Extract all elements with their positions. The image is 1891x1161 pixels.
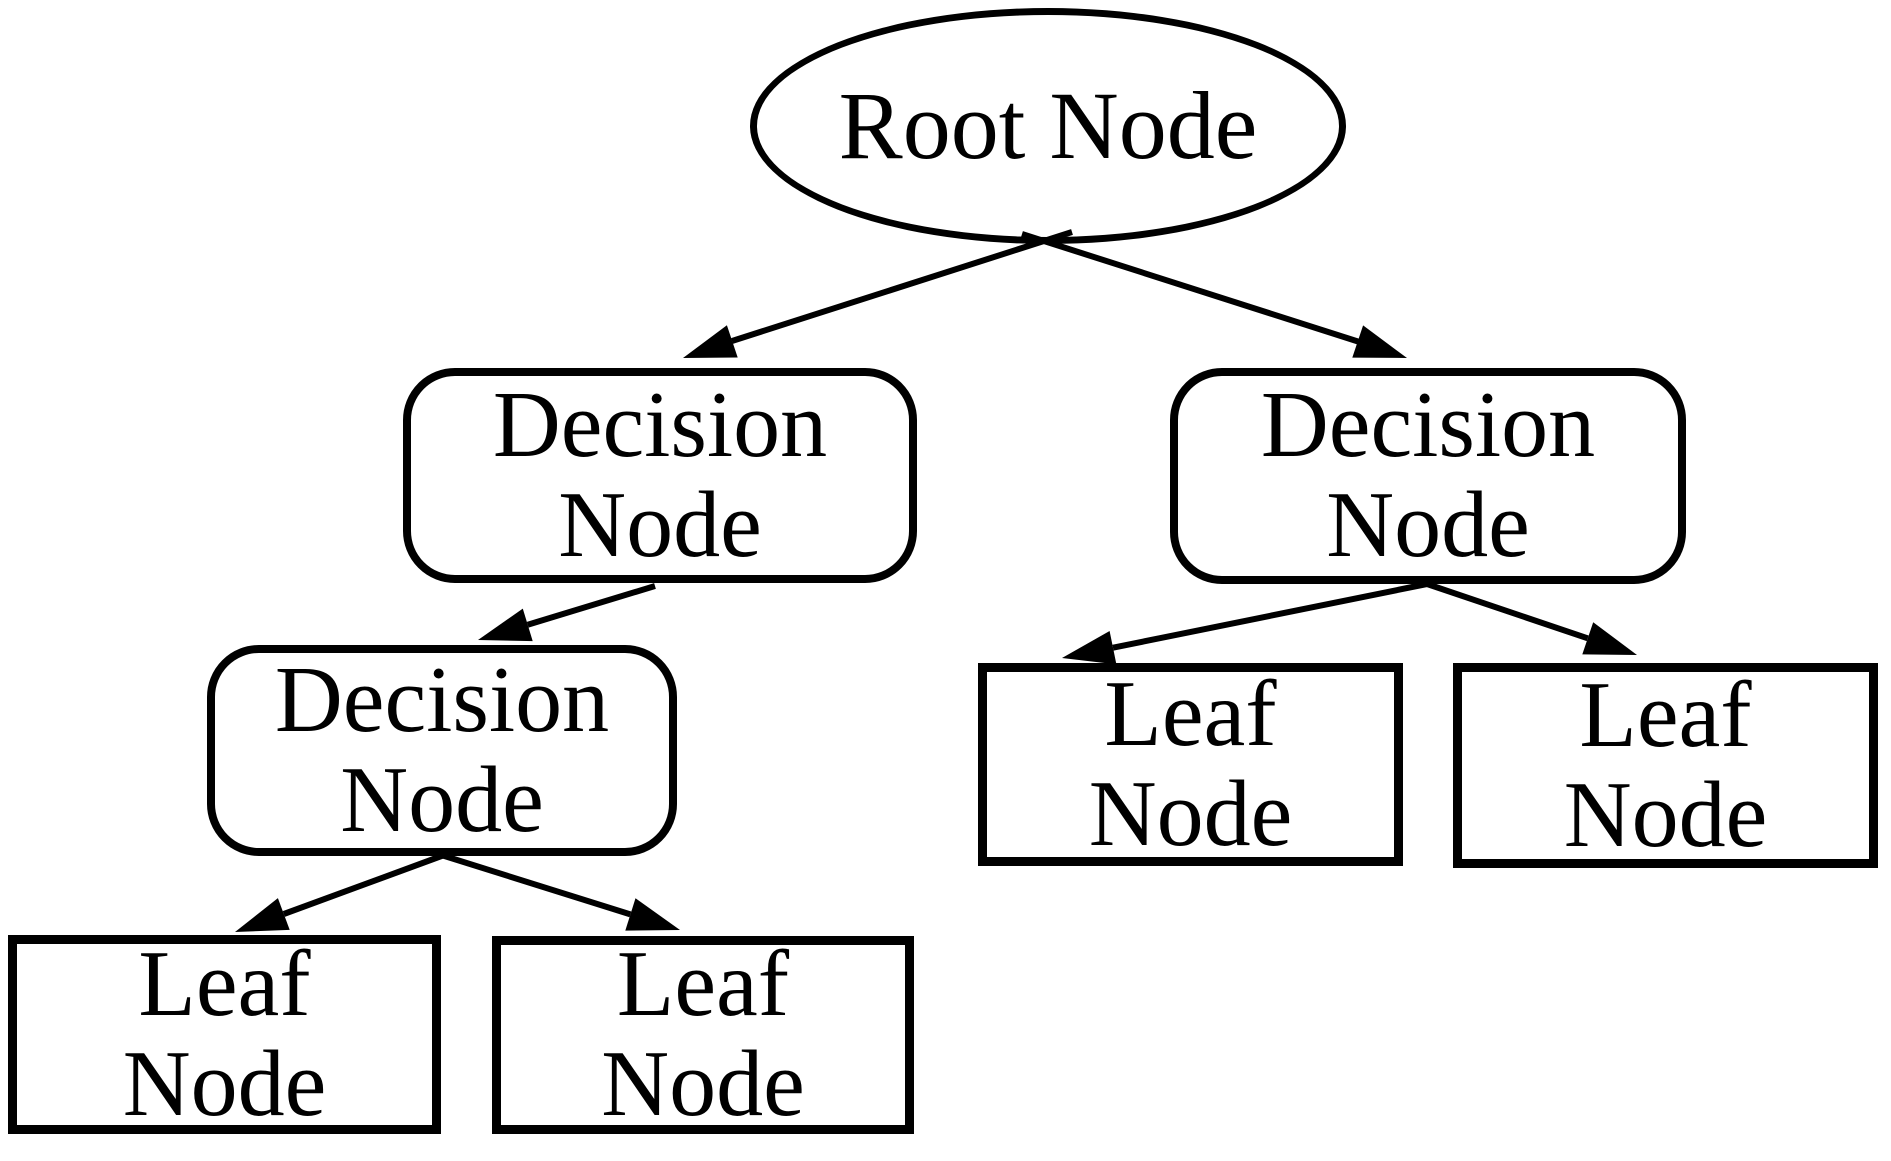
arrow-root-to-decision-right: [1021, 231, 1407, 358]
arrow-line: [1021, 231, 1359, 345]
arrow-decision-right-to-leaf-left: [1062, 581, 1428, 665]
arrowhead-icon: [235, 898, 290, 932]
root-node: Root Node: [750, 8, 1346, 244]
arrow-line: [1112, 581, 1428, 651]
leaf-node-label-line1: Leaf: [1579, 662, 1752, 767]
decision-node-right-label-line2: Node: [1326, 473, 1530, 577]
decision-node-inner-label-line2: Node: [340, 747, 544, 852]
leaf-node-label-line2: Node: [601, 1032, 805, 1136]
decision-node-inner-label-line1: Decision: [274, 647, 610, 752]
leaf-node-left-branch-right: Leaf Node: [492, 932, 914, 1136]
decision-node-left: Decision Node: [403, 368, 917, 583]
root-node-label: Root Node: [838, 72, 1258, 180]
arrowhead-icon: [625, 898, 680, 931]
leaf-node-label-line1: Leaf: [1104, 661, 1277, 766]
arrowhead-icon: [683, 325, 738, 358]
leaf-node-label-line1: Leaf: [138, 931, 311, 1036]
decision-node-left-label-line1: Decision: [492, 372, 828, 477]
arrowhead-icon: [1062, 631, 1117, 665]
decision-node-right: Decision Node: [1170, 368, 1686, 584]
leaf-node-right-branch-right: Leaf Node: [1453, 663, 1878, 868]
leaf-node-right-branch-left: Leaf Node: [978, 663, 1403, 866]
decision-node-inner: Decision Node: [207, 645, 677, 856]
arrow-decision-inner-to-leaf-left: [235, 851, 449, 932]
leaf-node-left-branch-left: Leaf Node: [8, 931, 441, 1136]
arrow-line: [437, 851, 632, 918]
leaf-node-label-line2: Node: [122, 1031, 327, 1136]
leaf-node-label-line1: Leaf: [616, 932, 790, 1037]
arrow-line: [1426, 581, 1589, 642]
arrowhead-icon: [1582, 622, 1637, 655]
leaf-node-label-line2: Node: [1088, 761, 1293, 866]
arrow-decision-left-to-decision-inner: [478, 583, 656, 642]
arrow-root-to-decision-left: [683, 229, 1073, 358]
decision-node-right-label-line1: Decision: [1260, 373, 1596, 478]
arrow-decision-inner-to-leaf-right: [437, 851, 680, 931]
arrow-line: [282, 851, 449, 917]
arrow-line: [526, 583, 656, 628]
leaf-node-label-line2: Node: [1563, 762, 1768, 867]
arrow-decision-right-to-leaf-right: [1426, 581, 1637, 655]
decision-node-left-label-line2: Node: [558, 472, 762, 577]
arrowhead-icon: [478, 608, 533, 642]
arrowhead-icon: [1352, 325, 1407, 358]
arrow-line: [731, 229, 1073, 344]
